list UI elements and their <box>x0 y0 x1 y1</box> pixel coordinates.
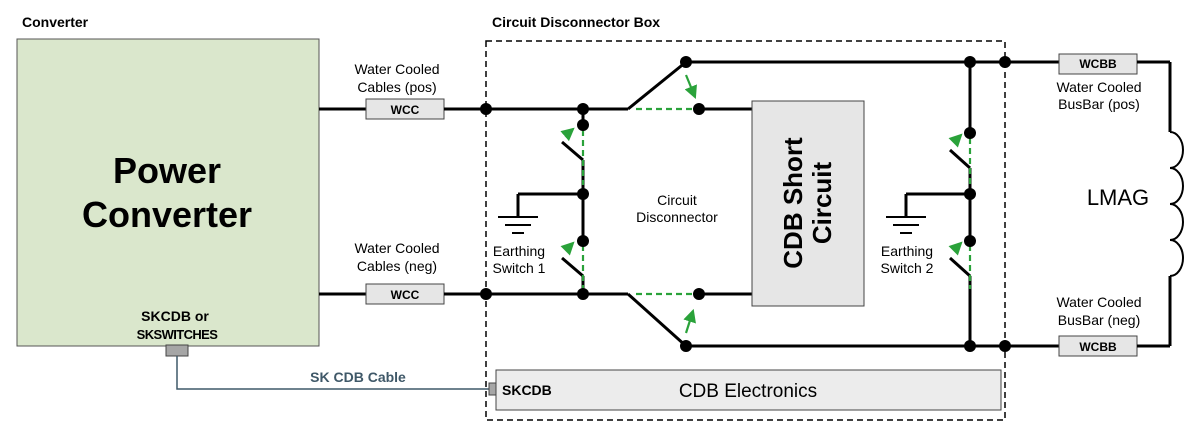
earthing-switch-1-label-line2: Switch 1 <box>493 260 546 276</box>
wcbb-pos-block-label: WCBB <box>1079 57 1117 71</box>
power-converter-box <box>16 38 320 347</box>
electronics-skcdb-label: SKCDB <box>502 382 552 398</box>
disconnector-label-line2: Disconnector <box>636 209 718 225</box>
main-wiring <box>444 60 1059 348</box>
magnet-inductor-coil <box>1169 131 1184 277</box>
wcbb-pos-label-line1: Water Cooled <box>1056 79 1141 95</box>
disconnector-label-line1: Circuit <box>657 192 697 208</box>
cdb-short-circuit-label-line2: Circuit <box>807 161 837 244</box>
wcbb-pos-block <box>1058 53 1138 75</box>
magnet-wiring <box>1137 60 1172 348</box>
power-converter-title-line1: Power <box>113 150 221 191</box>
wcbb-neg-label-line1: Water Cooled <box>1056 294 1141 310</box>
cdb-short-circuit-label-line1: CDB Short <box>778 137 808 269</box>
cdb-dashed-boundary <box>485 40 1006 421</box>
wcbb-pos-label-line2: BusBar (pos) <box>1058 96 1140 112</box>
magnet-label: LMAG <box>1087 185 1149 210</box>
wcc-neg-label-line1: Water Cooled <box>354 240 439 256</box>
converter-port-label-line1: SKCDB or <box>141 308 209 324</box>
wcc-neg-label-line2: Cables (neg) <box>357 258 437 274</box>
sk-cdb-cable-label: SK CDB Cable <box>310 369 406 385</box>
earthing-switch-1 <box>516 140 584 278</box>
cdb-section-title: Circuit Disconnector Box <box>492 14 660 30</box>
junction-nodes <box>480 56 1011 352</box>
sk-cdb-cable <box>176 356 493 390</box>
wcbb-neg-block-label: WCBB <box>1079 340 1117 354</box>
converter-skcdb-port <box>165 344 189 357</box>
earthing-switch-2-label-line1: Earthing <box>881 243 933 259</box>
cdb-short-circuit-box <box>751 100 865 307</box>
switch-actuation-arrows <box>581 107 972 296</box>
wcc-pos-block-label: WCC <box>391 103 420 117</box>
cdb-electronics-label: CDB Electronics <box>679 381 817 402</box>
wcc-neg-block-label: WCC <box>391 288 420 302</box>
earthing-switch-2 <box>904 148 972 278</box>
switch-arrow-heads <box>560 74 963 334</box>
cdb-electronics-box <box>495 369 1002 411</box>
electronics-skcdb-port <box>488 382 497 396</box>
converter-section-title: Converter <box>22 14 89 30</box>
wcc-pos-label-line1: Water Cooled <box>354 61 439 77</box>
earthing-switch-1-label-line1: Earthing <box>493 243 545 259</box>
power-converter-title-line2: Converter <box>82 194 252 235</box>
ground-symbol-1 <box>498 216 538 234</box>
ground-symbol-2 <box>886 216 926 234</box>
earthing-switch-2-label-line2: Switch 2 <box>881 260 934 276</box>
converter-port-label-line2: SKSWITCHES <box>137 327 219 342</box>
wcc-pos-label-line2: Cables (pos) <box>357 79 436 95</box>
wcbb-neg-label-line2: BusBar (neg) <box>1058 312 1140 328</box>
